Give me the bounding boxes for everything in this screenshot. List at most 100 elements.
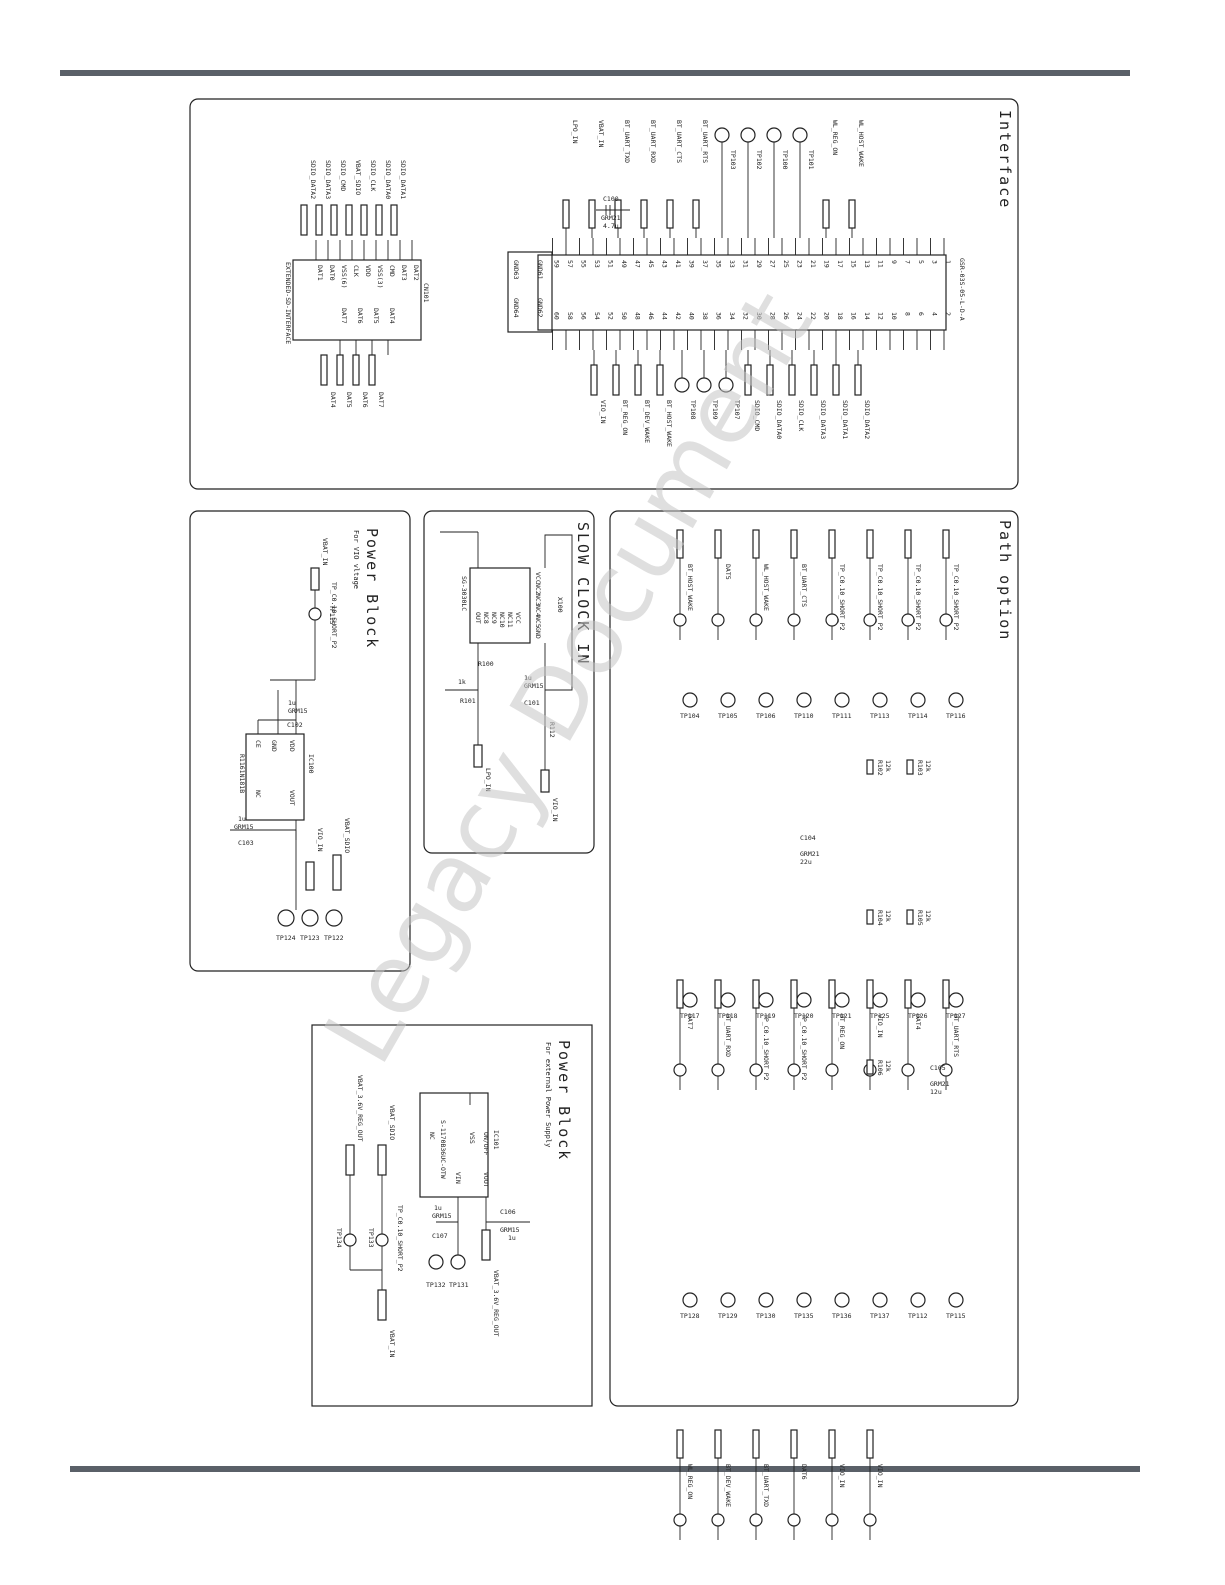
path-resistor bbox=[906, 909, 914, 925]
top-test-point-label: TP100 bbox=[781, 150, 789, 170]
c103-value: 1u bbox=[238, 815, 246, 823]
connector-pin-even-label: 32 bbox=[742, 312, 750, 320]
path-cap-ref: C104 bbox=[800, 834, 816, 842]
power-vio-tp-label: TP123 bbox=[300, 934, 320, 942]
c107-value: 1u bbox=[434, 1204, 442, 1212]
path-net-label: TP_C0.10_SHORT_P2 bbox=[914, 564, 922, 631]
connector-pin-odd-label: 47 bbox=[634, 260, 642, 268]
path-test-point bbox=[796, 692, 812, 708]
top-test-point bbox=[766, 127, 782, 143]
sdio-input-port bbox=[315, 204, 323, 236]
path-cap-value: 22u bbox=[800, 858, 812, 866]
top-test-point-label: TP101 bbox=[807, 150, 815, 170]
path-test-point-label: TP136 bbox=[832, 1312, 852, 1320]
path-resistor-label: R106 bbox=[876, 1060, 884, 1076]
sdio-input-label: SDIO_DATA0 bbox=[384, 160, 392, 199]
path-net-port bbox=[904, 529, 912, 559]
path-resistor-value: 12k bbox=[924, 910, 932, 922]
sdio-ic-ref: CN101 bbox=[422, 283, 430, 303]
path-test-point bbox=[948, 692, 964, 708]
connector-pin-odd-label: 43 bbox=[661, 260, 669, 268]
path-test-point bbox=[720, 1292, 736, 1308]
connector-pin-odd-label: 21 bbox=[809, 260, 817, 268]
path-test-point bbox=[796, 992, 812, 1008]
path-test-point bbox=[720, 692, 736, 708]
bottom-net-label: SDIO_DATA0 bbox=[775, 400, 783, 439]
gnd-pin-61: GND61 bbox=[536, 260, 544, 280]
path-resistor-value: 12k bbox=[884, 1060, 892, 1072]
ic100-part: R1161N181B bbox=[238, 754, 246, 793]
path-resistor-label: R102 bbox=[876, 760, 884, 776]
connector-pin-odd-label: 27 bbox=[769, 260, 777, 268]
connector-pin-even-label: 8 bbox=[904, 312, 912, 316]
connector-pin-even-label: 20 bbox=[823, 312, 831, 320]
connector-gnd-group bbox=[507, 251, 553, 333]
bottom-test-point-label: TP109 bbox=[711, 400, 719, 420]
path-resistor-value: 12k bbox=[924, 760, 932, 772]
x100-pin-left-label: GND bbox=[534, 627, 542, 639]
path-net-label: VIO_IN bbox=[838, 1464, 846, 1488]
power-vio-tp bbox=[277, 909, 295, 927]
sdio-output-port bbox=[336, 354, 344, 386]
bottom-net-port bbox=[854, 364, 862, 396]
sdio-input-label: SDIO_DATA3 bbox=[324, 160, 332, 199]
connector-pin-odd-label: 45 bbox=[647, 260, 655, 268]
c102-value: 1u bbox=[288, 699, 296, 707]
r101-ref: R101 bbox=[460, 697, 476, 705]
path-test-point bbox=[872, 692, 888, 708]
connector-pin-even-label: 22 bbox=[809, 312, 817, 320]
path-test-point-label: TP116 bbox=[946, 712, 966, 720]
path-short-pad bbox=[749, 613, 763, 627]
vbat-in-port bbox=[310, 567, 320, 591]
power-vio-tp bbox=[301, 909, 319, 927]
x100-pin-left-label: NC3 bbox=[534, 594, 542, 606]
ic100-ref: IC100 bbox=[307, 754, 315, 774]
x100-pin-right-label: NC9 bbox=[490, 612, 498, 624]
interface-title: Interface bbox=[996, 110, 1014, 209]
connector-pin-odd-label: 15 bbox=[850, 260, 858, 268]
sdio-pin-left-label: VSS(6) bbox=[340, 265, 348, 288]
path-net-port bbox=[828, 1429, 836, 1459]
short-label-vio: TP_C0.10_SHORT_P2 bbox=[330, 582, 338, 649]
connector-pin-even-label: 30 bbox=[755, 312, 763, 320]
connector-pin-even-label: 16 bbox=[850, 312, 858, 320]
sdio-input-port bbox=[300, 204, 308, 236]
path-net-port bbox=[904, 979, 912, 1009]
path-net-label: TP_C0.10_SHORT_P2 bbox=[762, 1014, 770, 1081]
c106-ref: C106 bbox=[500, 1208, 516, 1216]
path-resistor-label: R104 bbox=[876, 910, 884, 926]
slow-clock-block bbox=[423, 510, 595, 854]
path-net-port bbox=[942, 979, 950, 1009]
connector-pin-odd-label: 19 bbox=[823, 260, 831, 268]
top-test-point-label: TP102 bbox=[755, 150, 763, 170]
path-test-point-label: TP121 bbox=[832, 1012, 852, 1020]
x100-ref: X100 bbox=[556, 597, 564, 613]
path-short-pad bbox=[673, 1063, 687, 1077]
sdio-input-port bbox=[390, 204, 398, 236]
c102-type: GRM15 bbox=[288, 707, 308, 715]
connector-pin-even-label: 50 bbox=[620, 312, 628, 320]
sdio-pin-left-label: DAT2 bbox=[412, 265, 420, 281]
path-net-label: DAT5 bbox=[724, 564, 732, 580]
power-ext-subtitle: For external Power Supply bbox=[544, 1042, 552, 1147]
vio-in-label-2: VIO_IN bbox=[316, 828, 324, 852]
path-test-point bbox=[872, 992, 888, 1008]
tp131 bbox=[450, 1254, 466, 1270]
power-ext-title: Power Block bbox=[555, 1040, 573, 1161]
bottom-net-port bbox=[832, 364, 840, 396]
connector-pin-odd-label: 13 bbox=[863, 260, 871, 268]
sdio-input-label: SDIO_DATA1 bbox=[399, 160, 407, 199]
bottom-net-port bbox=[612, 364, 620, 396]
power-vio-tp bbox=[325, 909, 343, 927]
path-option-block bbox=[609, 510, 1019, 1407]
sdio-output-label: DAT4 bbox=[329, 392, 337, 408]
vbat-in-label-2: VBAT_IN bbox=[388, 1330, 396, 1357]
connector-pin-odd-label: 11 bbox=[877, 260, 885, 268]
path-short-pad bbox=[673, 613, 687, 627]
bottom-net-label: BT_DEV_WAKE bbox=[643, 400, 651, 443]
top-test-point bbox=[792, 127, 808, 143]
ic101-pin-nc: NC bbox=[428, 1132, 436, 1140]
